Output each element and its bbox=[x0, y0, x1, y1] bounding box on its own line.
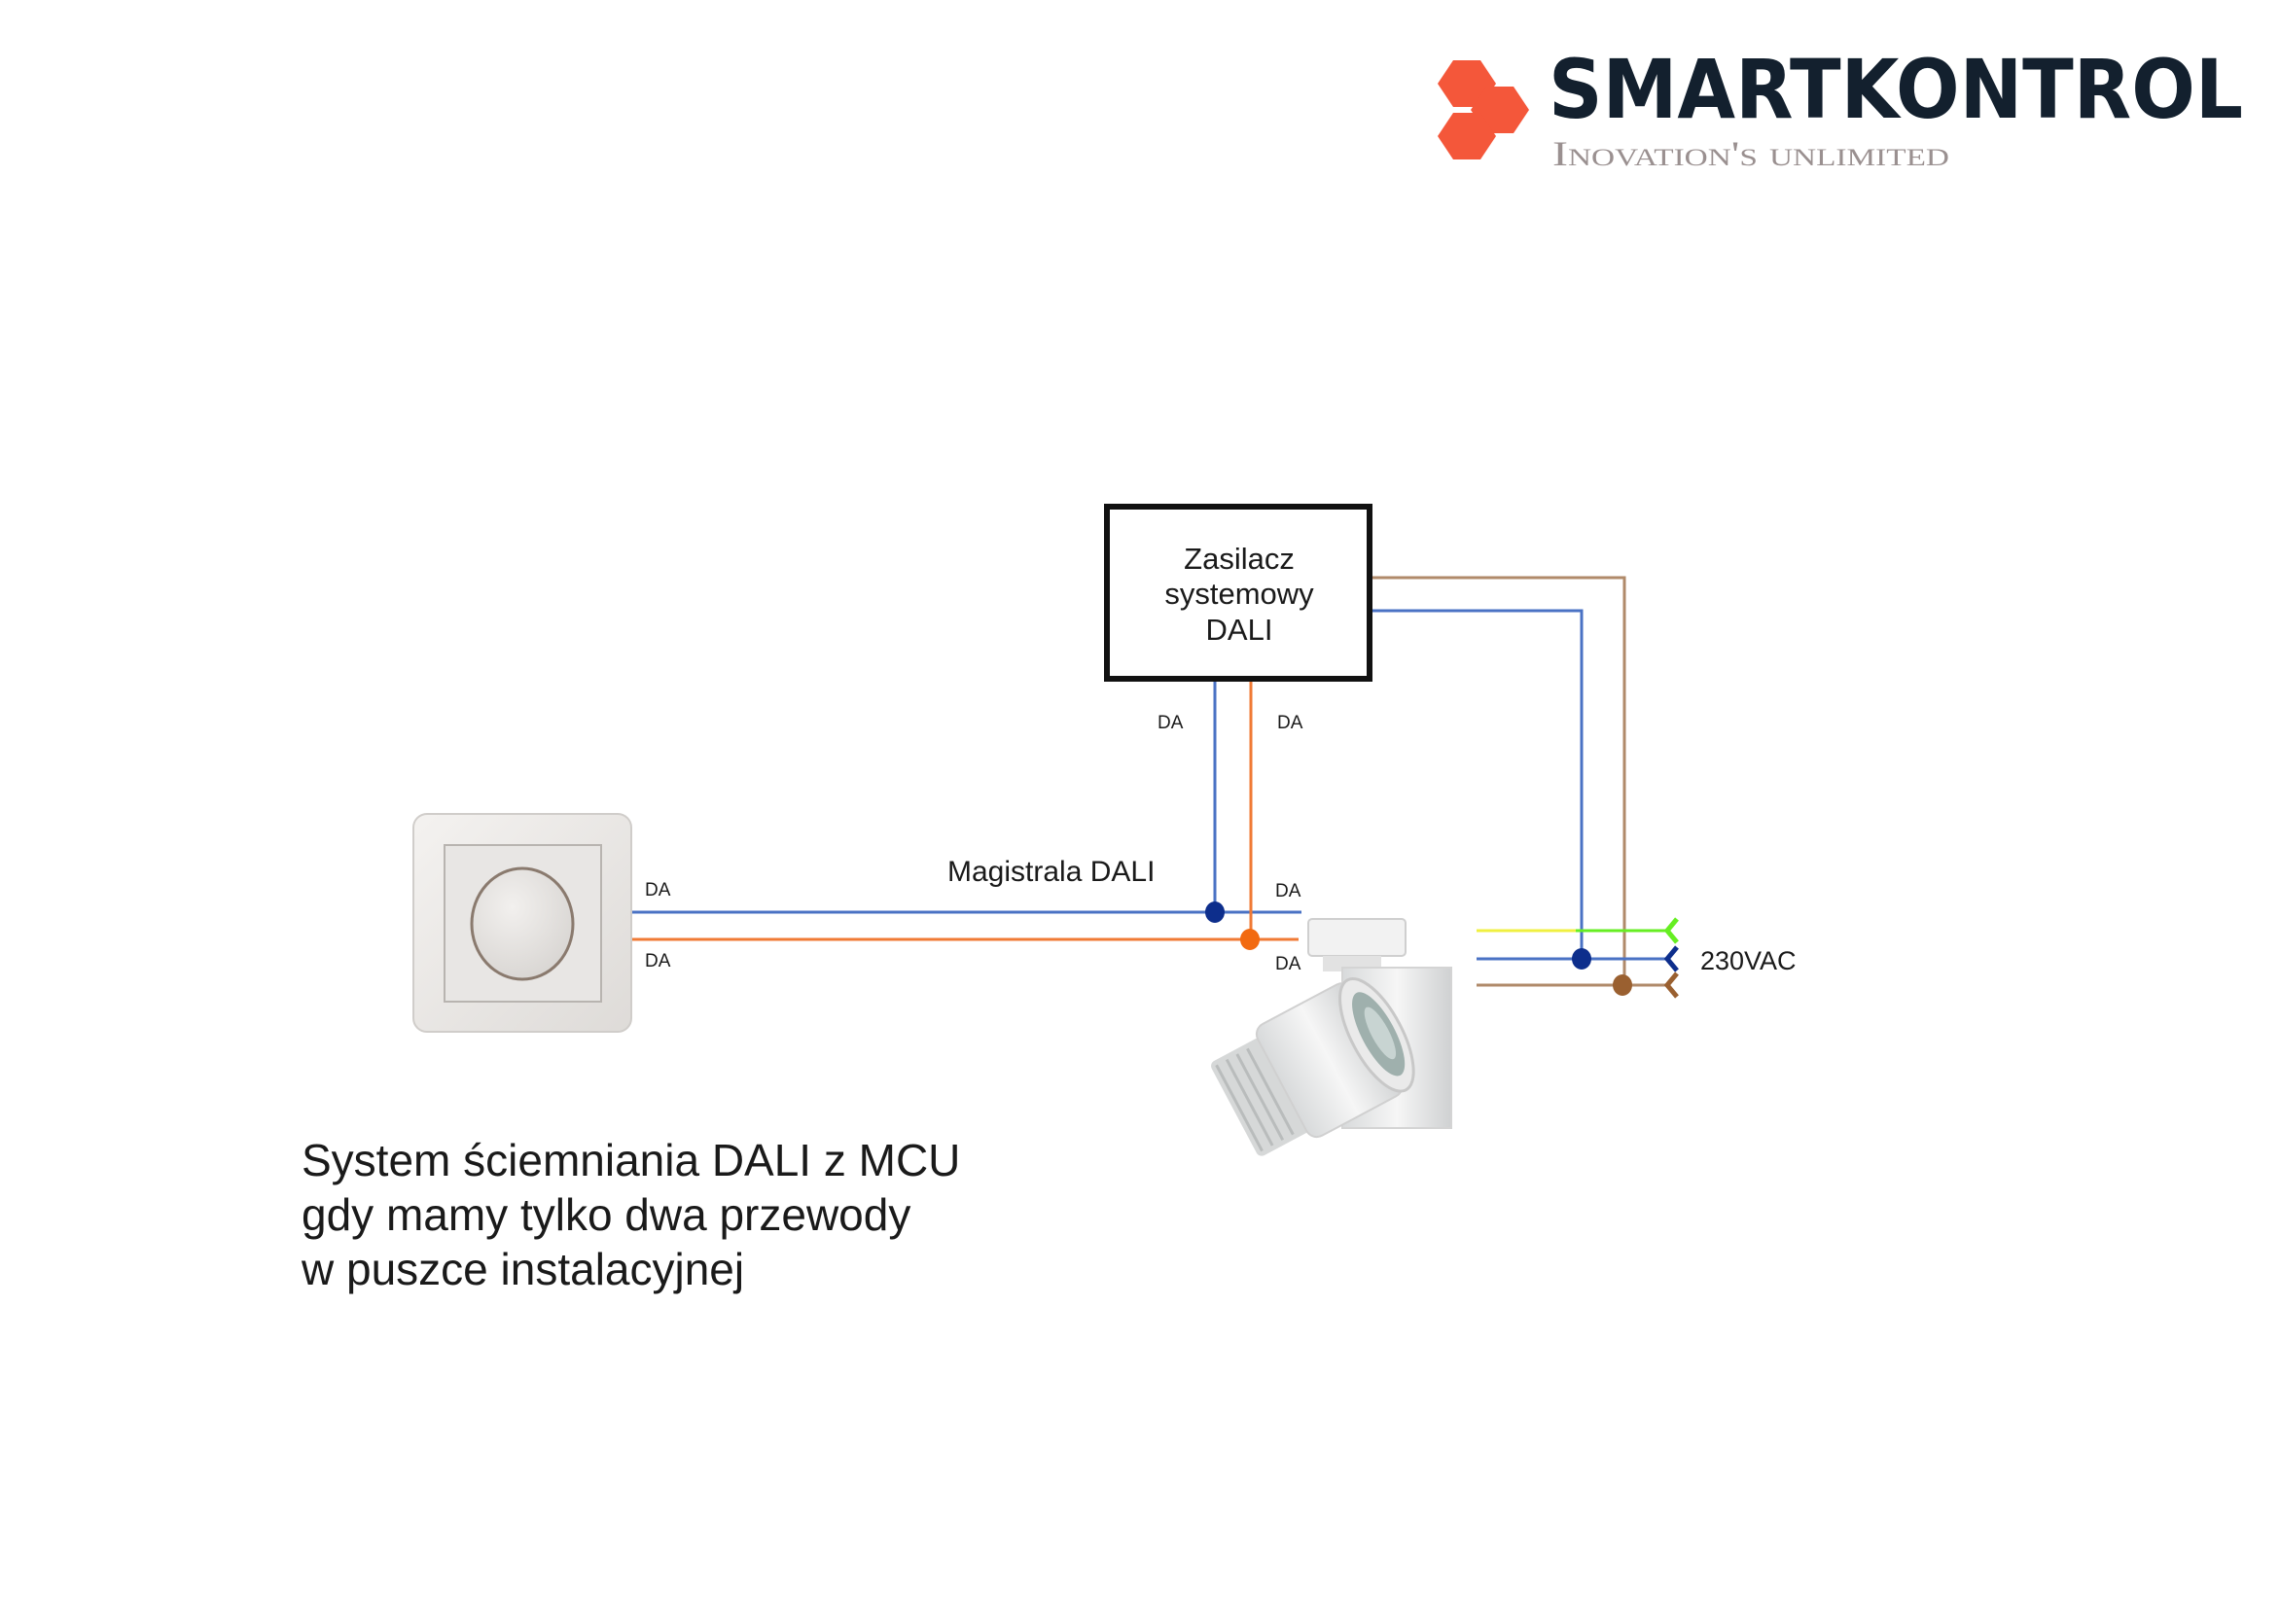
caption-line2: gdy mamy tylko dwa przewody bbox=[302, 1189, 910, 1240]
junction-dots bbox=[1205, 901, 1632, 996]
power-supply-label-line1: Zasilacz bbox=[1184, 542, 1295, 576]
mains-label: 230VAC bbox=[1700, 946, 1797, 975]
logo-hexagons-icon bbox=[1438, 60, 1529, 159]
caption-line3: w puszce instalacyjnej bbox=[301, 1244, 744, 1294]
mains-connectors-icon bbox=[1663, 917, 1679, 999]
logo: SMARTKONTROL Inovation's unlimited bbox=[1438, 42, 2243, 173]
supply-neutral-wire bbox=[1370, 609, 1584, 959]
power-supply-label-line3: DALI bbox=[1206, 613, 1273, 647]
junction-dot-neutral bbox=[1572, 948, 1591, 970]
junction-dot-live bbox=[1613, 974, 1632, 996]
dimmer-knob-icon bbox=[470, 866, 575, 981]
caption-line1: System ściemniania DALI z MCU bbox=[302, 1135, 960, 1185]
da-label-supply-2: DA bbox=[1277, 713, 1303, 733]
da-labels: DA DA DA DA DA DA bbox=[645, 713, 1303, 974]
da-label-supply-1: DA bbox=[1158, 713, 1184, 733]
bus-label: Magistrala DALI bbox=[947, 856, 1155, 888]
logo-name: SMARTKONTROL bbox=[1549, 42, 2243, 137]
power-supply-box: Zasilacz systemowy DALI bbox=[1104, 504, 1372, 682]
da-label-dimmer-1: DA bbox=[645, 880, 671, 900]
da-label-dimmer-2: DA bbox=[645, 951, 671, 971]
dimmer-switch bbox=[412, 813, 632, 1033]
da-label-lamp-1: DA bbox=[1275, 881, 1301, 901]
caption: System ściemniania DALI z MCU gdy mamy t… bbox=[301, 1135, 960, 1294]
power-supply-label-line2: systemowy bbox=[1164, 577, 1314, 611]
track-spotlight-icon bbox=[1211, 918, 1452, 1156]
junction-dot-orange bbox=[1240, 929, 1260, 950]
junction-dot-blue bbox=[1205, 901, 1225, 923]
supply-live-wire bbox=[1370, 576, 1626, 985]
logo-tagline: Inovation's unlimited bbox=[1552, 134, 1949, 173]
da-label-lamp-2: DA bbox=[1275, 954, 1301, 974]
